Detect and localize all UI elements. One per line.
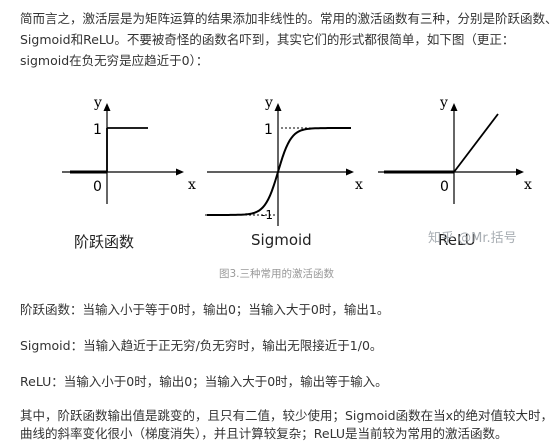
relu-y-label: y <box>439 95 448 111</box>
sigmoid-one-tick: 1 <box>264 122 273 138</box>
intro-paragraph: 简而言之，激活层是为矩阵运算的结果添加非线性的。常用的激活函数有三种，分别是阶跃… <box>20 8 553 71</box>
step-description: 阶跃函数：当输入小于等于0时，输出0；当输入大于0时，输出1。 <box>20 302 390 317</box>
step-y-label: y <box>93 95 102 111</box>
intro-line-2: Sigmoid和ReLU。不要被奇怪的函数名吓到，其实它们的形式都很简单，如下图… <box>20 32 515 47</box>
intro-line-3: sigmoid在负无穷是应趋近于0）： <box>20 53 209 68</box>
sigmoid-x-label: x <box>355 177 363 193</box>
sigmoid-y-label: y <box>264 95 273 111</box>
relu-y-arrow <box>450 103 458 111</box>
watermark: 知乎 @Mr.括号 <box>428 231 517 246</box>
step-zero-tick: 0 <box>93 179 102 195</box>
sigmoid-label: Sigmoid <box>251 231 312 249</box>
sigmoid-y-arrow <box>274 103 282 111</box>
summary-line-1: 其中，阶跃函数输出值是跳变的，且只有二值，较少使用；Sigmoid函数在当x的绝… <box>20 408 553 423</box>
summary-line-2: 曲线的斜率变化很小（梯度消失），并且计算较复杂；ReLU是当前较为常用的激活函数… <box>20 426 508 441</box>
relu-x-label: x <box>524 177 532 193</box>
sigmoid-minus-one-tick: -1 <box>261 208 273 222</box>
sigmoid-curve <box>207 127 351 216</box>
relu-linear-segment <box>453 113 499 173</box>
step-function-figure: y x 1 0 阶跃函数 <box>60 92 200 251</box>
relu-zero-tick: 0 <box>440 179 449 195</box>
relu-graph: y x 0 <box>378 95 532 204</box>
summary-paragraph: 其中，阶跃函数输出值是跳变的，且只有二值，较少使用；Sigmoid函数在当x的绝… <box>20 407 553 443</box>
step-function-graph: y x 1 0 <box>62 95 196 204</box>
relu-label: ReLU <box>438 231 476 249</box>
intro-line-1: 简而言之，激活层是为矩阵运算的结果添加非线性的。常用的激活函数有三种，分别是阶跃… <box>20 11 553 26</box>
figure-caption: 图3.三种常用的激活函数 <box>218 268 335 280</box>
step-function-label: 阶跃函数 <box>74 233 135 251</box>
relu-description: ReLU：当输入小于0时，输出0；当输入大于0时，输出等于输入。 <box>20 374 388 389</box>
sigmoid-graph: y x 1 -1 <box>205 95 363 226</box>
step-y-arrow <box>103 103 111 111</box>
step-one-tick: 1 <box>93 122 102 138</box>
relu-figure: y x 0 ReLU <box>376 92 536 249</box>
sigmoid-description: Sigmoid：当输入趋近于正无穷/负无穷时，输出无限接近于1/0。 <box>20 338 383 353</box>
step-x-arrow <box>176 168 184 176</box>
relu-x-arrow <box>516 168 524 176</box>
sigmoid-figure: y x 1 -1 Sigmoid <box>205 92 365 249</box>
sigmoid-x-arrow <box>346 168 354 176</box>
step-x-label: x <box>188 177 196 193</box>
